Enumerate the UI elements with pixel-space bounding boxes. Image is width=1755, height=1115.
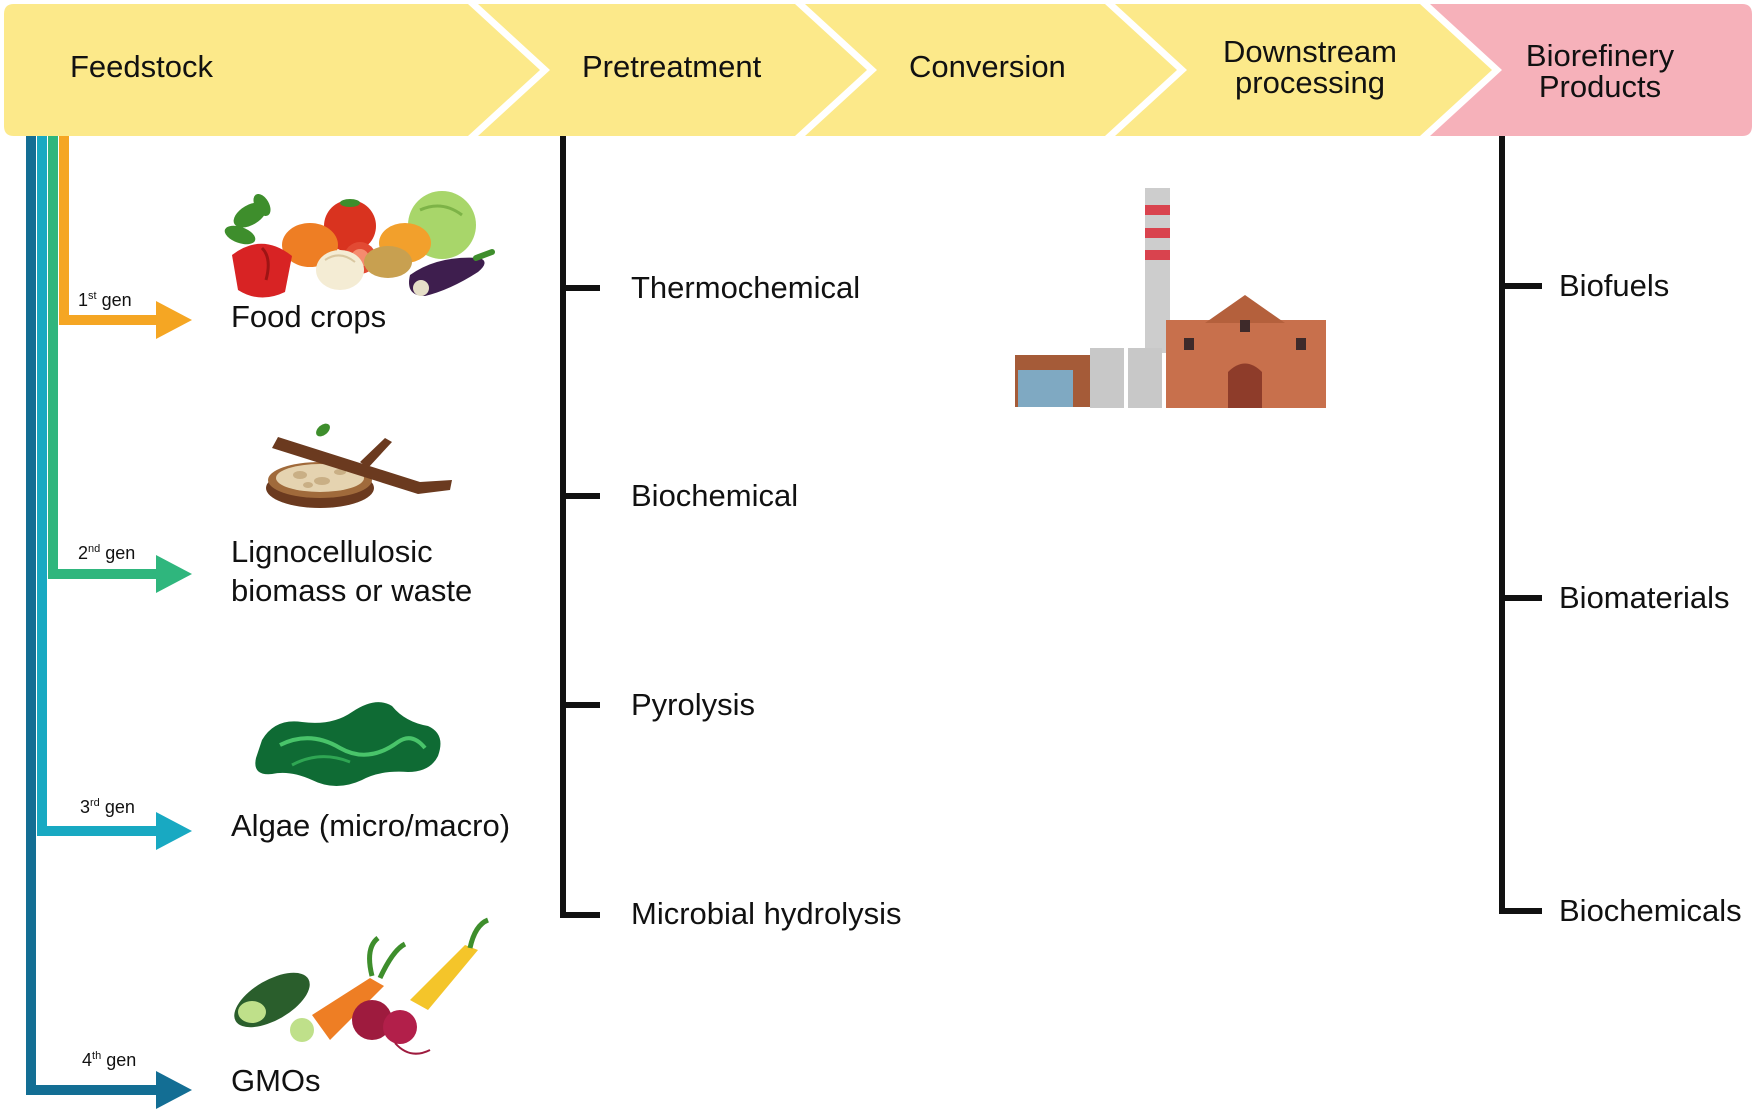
stage-arrow-pretreatment <box>478 4 867 136</box>
gen-label-1: 1st gen <box>78 290 132 310</box>
stage-banner <box>4 4 1752 136</box>
pretreatment-label-pyrolysis: Pyrolysis <box>631 687 756 722</box>
stage-arrow-downstream <box>1115 4 1492 136</box>
gen-label-4: 4th gen <box>82 1050 137 1070</box>
vegetables-icon <box>224 191 495 298</box>
factory-icon <box>1015 188 1326 408</box>
feedstock-label-lignocellulosic-line2: biomass or waste <box>231 573 473 608</box>
stage-arrow-feedstock <box>4 4 540 136</box>
pretreatment-label-biochemical: Biochemical <box>631 478 799 513</box>
algae-icon <box>255 702 441 786</box>
gmo-vegetables-icon <box>234 917 490 1055</box>
stage-label-products-line1: Biorefinery <box>1525 38 1675 73</box>
stage-label-downstream-line2: processing <box>1235 65 1385 100</box>
products-bracket <box>1499 136 1542 914</box>
wood-log-icon <box>266 423 452 508</box>
pretreatment-label-microbial-hydrolysis: Microbial hydrolysis <box>631 896 902 931</box>
stage-label-products: Biorefinery Products <box>1500 40 1700 102</box>
stage-arrow-conversion <box>805 4 1177 136</box>
product-label-biomaterials: Biomaterials <box>1559 580 1730 615</box>
pretreatment-bracket <box>560 136 600 918</box>
feedstock-label-food-crops: Food crops <box>231 299 387 334</box>
gen3-line <box>37 136 180 836</box>
gen2-arrowhead <box>156 555 192 593</box>
feedstock-label-gmos: GMOs <box>231 1063 321 1098</box>
gen-label-3: 3rd gen <box>80 797 135 817</box>
stage-label-downstream: Downstream processing <box>1205 36 1415 98</box>
product-label-biochemicals: Biochemicals <box>1559 893 1742 928</box>
gen1-line <box>59 136 180 325</box>
gen1-arrowhead <box>156 301 192 339</box>
stage-arrow-products <box>1430 4 1752 136</box>
stage-label-products-line2: Products <box>1538 69 1662 104</box>
feedstock-label-algae: Algae (micro/macro) <box>231 808 511 843</box>
stage-label-pretreatment: Pretreatment <box>582 49 762 84</box>
stage-label-feedstock: Feedstock <box>70 49 214 84</box>
stage-label-downstream-line1: Downstream <box>1223 34 1397 69</box>
gen3-arrowhead <box>156 812 192 850</box>
stage-label-conversion: Conversion <box>909 49 1066 84</box>
gen4-arrowhead <box>156 1071 192 1109</box>
gen4-line <box>26 136 180 1095</box>
feedstock-label-lignocellulosic: Lignocellulosic biomass or waste <box>231 532 472 610</box>
gen2-line <box>48 136 180 579</box>
pretreatment-label-thermochemical: Thermochemical <box>631 270 861 305</box>
product-label-biofuels: Biofuels <box>1559 268 1670 303</box>
gen-label-2: 2nd gen <box>78 543 136 563</box>
feedstock-label-lignocellulosic-line1: Lignocellulosic <box>231 534 433 569</box>
generation-arrows <box>26 136 192 1109</box>
